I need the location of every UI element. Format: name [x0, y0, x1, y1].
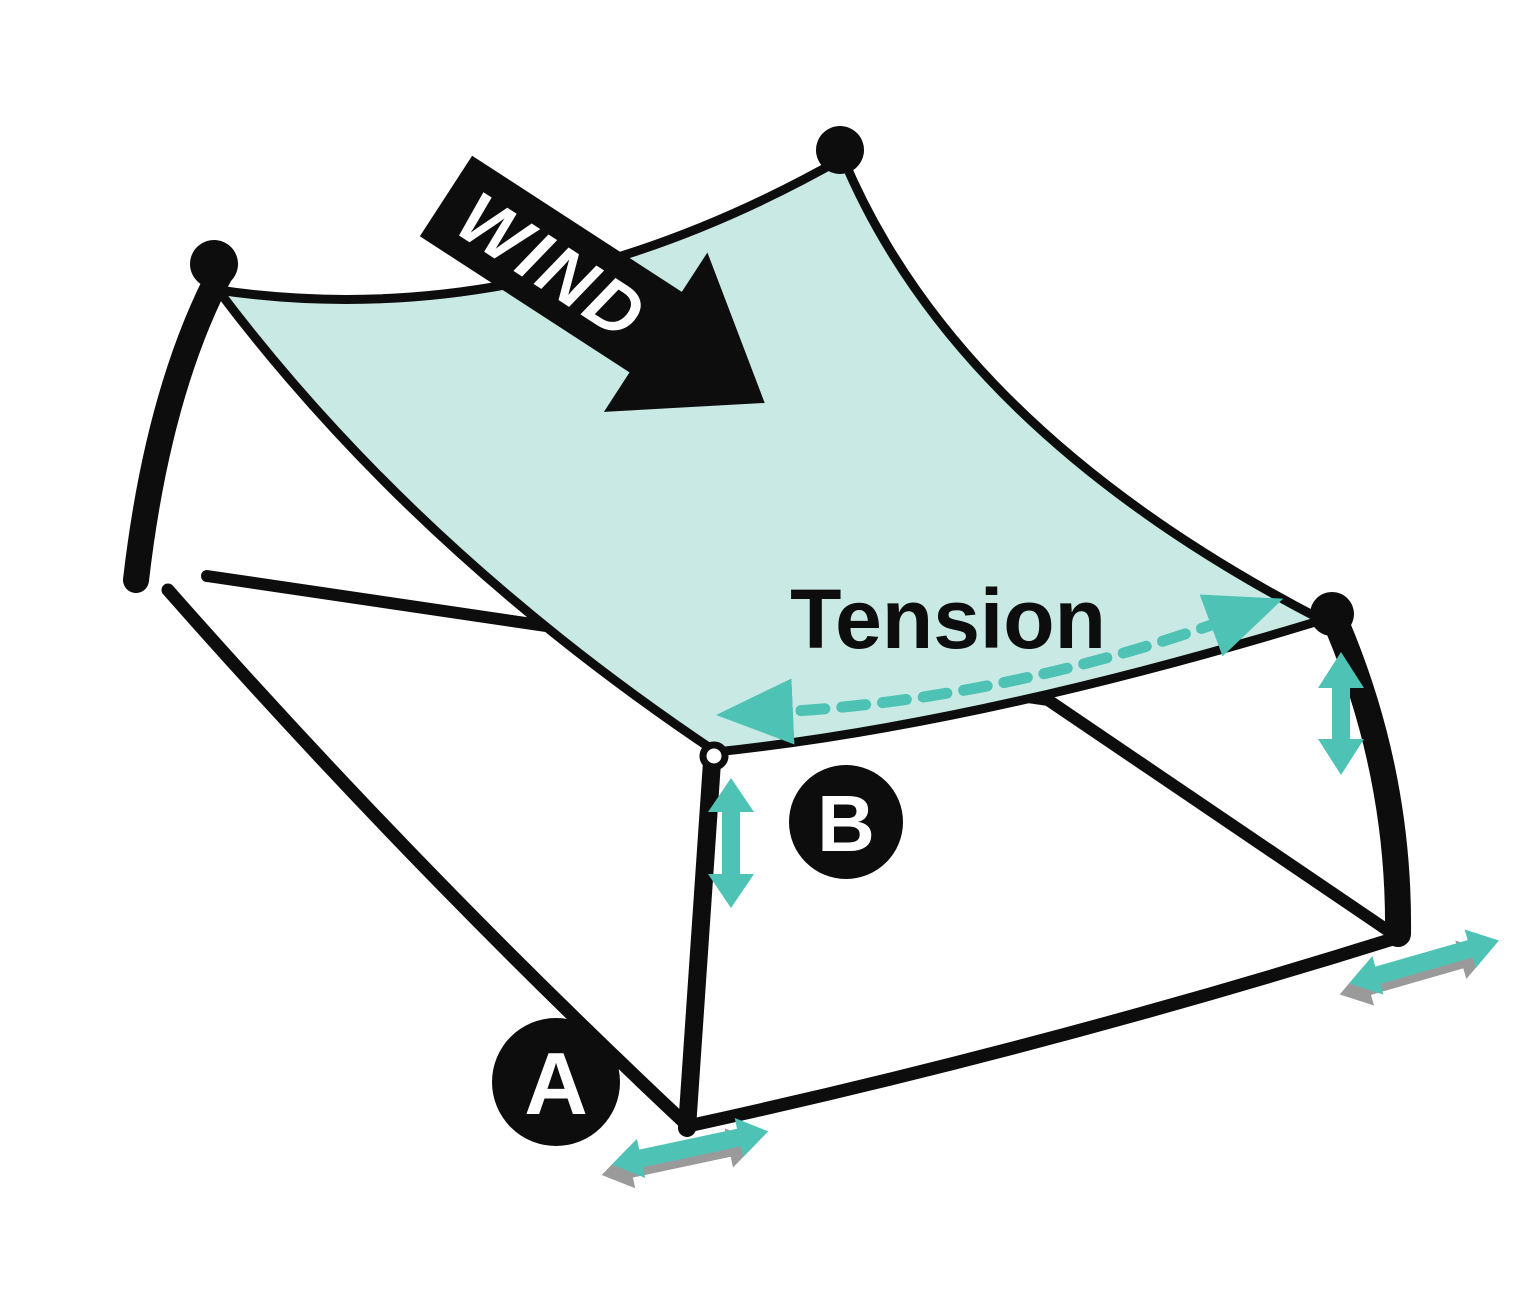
pole-right — [1321, 605, 1412, 947]
diagonal-double-arrow-front-body — [611, 1118, 769, 1178]
badge-a: A — [492, 1018, 620, 1146]
wind-arrow-body — [419, 155, 765, 412]
tension-label: Tension — [790, 572, 1106, 666]
diagonal-double-arrow-front-icon — [601, 1118, 769, 1189]
anchor-dot-top — [816, 126, 864, 174]
anchor-dot-left — [190, 240, 238, 288]
vertical-double-arrow-right-icon — [1318, 652, 1364, 775]
badge-a-circle — [492, 1018, 620, 1146]
badge-b-label: B — [817, 779, 875, 868]
pole-left — [123, 257, 235, 593]
vertical-double-arrow-front-icon — [708, 778, 754, 908]
diagonal-double-arrow-right-body — [1349, 929, 1499, 995]
badge-b-circle — [789, 765, 903, 879]
badge-a-label: A — [524, 1034, 588, 1133]
pole-front — [678, 753, 721, 1137]
anchor-ring-front — [699, 741, 729, 771]
tension-double-headed-dashed-arrow-icon — [716, 594, 1284, 745]
sail-shape — [213, 153, 1327, 757]
anchor-dot-right — [1310, 592, 1354, 636]
badge-b: B — [789, 765, 903, 879]
ground-line-front-right — [681, 931, 1403, 1133]
diagonal-double-arrow-right-icon — [1339, 929, 1499, 1006]
